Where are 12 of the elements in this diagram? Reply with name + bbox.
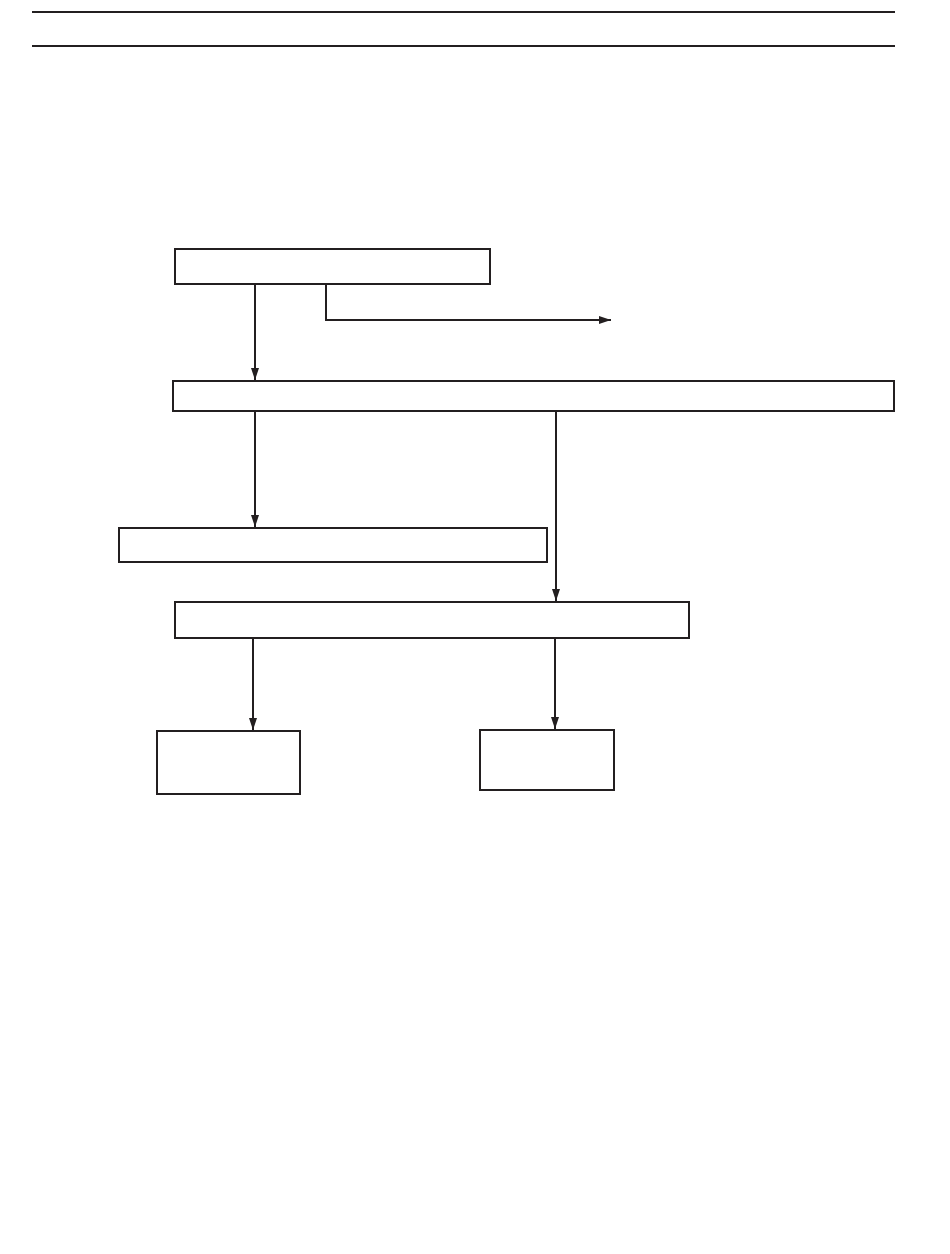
process-box: [479, 729, 615, 791]
process-box: [118, 527, 548, 563]
process-box: [174, 601, 690, 639]
arrow: [551, 638, 559, 730]
process-box: [174, 248, 491, 285]
arrow: [325, 284, 612, 324]
process-box: [156, 730, 301, 795]
process-box: [172, 380, 895, 412]
arrow: [552, 411, 560, 602]
arrow: [251, 411, 259, 528]
arrow: [251, 284, 259, 381]
arrow: [249, 638, 257, 731]
